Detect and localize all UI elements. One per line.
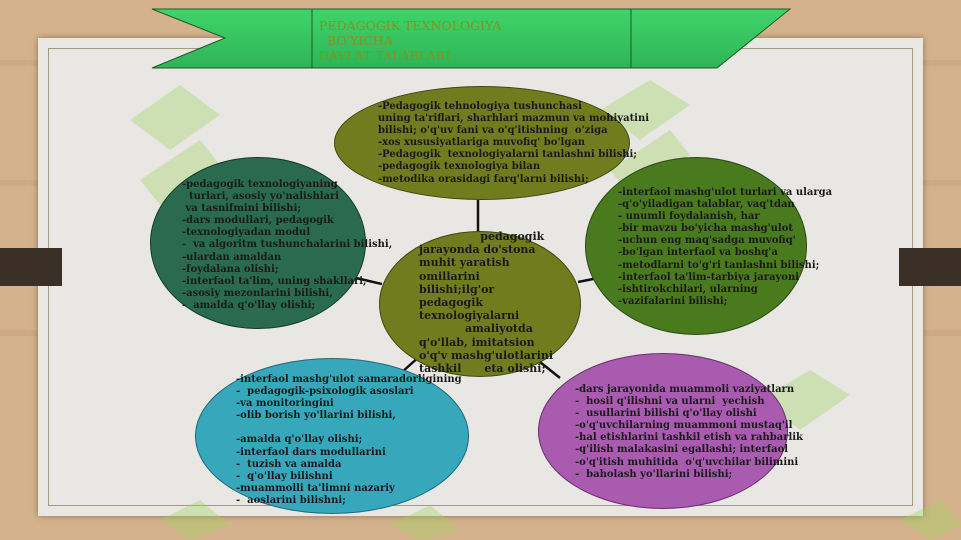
page-title: PEDAGOGIK TEXNOLOGIYA BO'YICHA DAVLAT TA… (319, 18, 629, 63)
node-left-text: -pedagogik texnologiyaning turlari, asos… (182, 179, 393, 311)
title-line-1: PEDAGOGIK TEXNOLOGIYA (319, 18, 502, 33)
right-clip (899, 248, 961, 286)
node-left-ellipse (150, 157, 366, 329)
node-right-text: -interfaol mashg'ulot turlari va ularga … (618, 187, 833, 307)
left-clip (0, 248, 62, 286)
node-top-text: -Pedagogik tehnologiya tushunchasi uning… (378, 101, 650, 185)
node-top-ellipse (334, 86, 630, 200)
node-bottom-right-text: -dars jarayonida muammoli vaziyatlarn - … (575, 384, 803, 480)
node-right-ellipse (585, 157, 807, 335)
title-line-2: BO'YICHA (319, 33, 393, 48)
title-line-3: DAVLAT TALABLARI (319, 48, 451, 63)
node-bottom-right-ellipse (538, 353, 788, 509)
node-center-ellipse (379, 231, 581, 377)
node-bottom-left-ellipse (195, 358, 469, 514)
node-center-text: pedagogik jarayonda do'stona muhit yarat… (419, 230, 554, 376)
node-bottom-left-text: -interfaol mashg'ulot samaradorligining … (236, 374, 462, 506)
